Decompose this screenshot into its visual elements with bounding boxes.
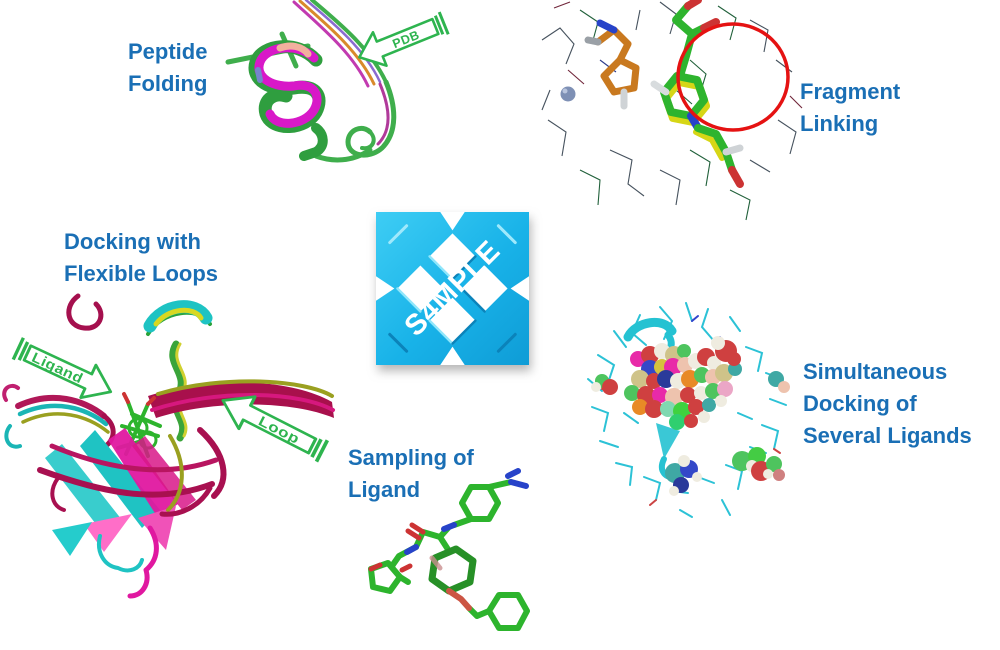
label-line: Sampling of xyxy=(348,445,474,470)
oxygen-atoms xyxy=(368,522,426,573)
simultaneous-docking-image xyxy=(580,295,815,530)
peptide-folding-image xyxy=(220,0,465,195)
label-fragment-linking: Fragment Linking xyxy=(800,76,900,140)
ligand-spheres xyxy=(591,336,790,430)
peptide-ribbon-art xyxy=(225,0,397,163)
satellite-ligand-right xyxy=(732,447,785,481)
pdb-arrow: PDB xyxy=(346,0,458,83)
label-line: Linking xyxy=(800,111,879,136)
ligand-arrow-label: Ligand xyxy=(29,350,85,387)
label-docking-flexible-loops: Docking with Flexible Loops xyxy=(64,226,218,290)
label-line: Docking of xyxy=(803,391,917,416)
label-line: Ligand xyxy=(348,477,421,502)
fragment-linking-art xyxy=(541,0,803,221)
hydrogen-cap xyxy=(650,80,670,96)
nitrogen-atoms xyxy=(404,468,529,555)
grey-cap xyxy=(584,36,602,46)
oxygen-caps xyxy=(684,0,720,32)
nitrogen-cap xyxy=(596,19,618,34)
label-peptide-folding: Peptide Folding xyxy=(128,36,207,100)
label-line: Folding xyxy=(128,71,208,96)
yellow-tail xyxy=(693,129,725,161)
docking-ribbon-art xyxy=(2,293,335,599)
sampling-of-ligand-image xyxy=(352,468,567,650)
green-tail xyxy=(694,124,736,174)
logo-bevels xyxy=(388,224,517,353)
docking-flexible-loops-image xyxy=(0,278,340,608)
fragment-linking-image xyxy=(540,0,805,225)
label-line: Peptide xyxy=(128,39,208,64)
sphere-highlight xyxy=(562,88,568,94)
metal-ion-sphere xyxy=(560,86,576,102)
orange-fragment xyxy=(594,26,640,96)
oxygen-cap xyxy=(728,166,744,188)
s4mple-logo: S4MPLE xyxy=(376,212,529,365)
ligand-stick-art xyxy=(368,468,530,631)
label-line: Flexible Loops xyxy=(64,261,219,286)
docked-ligands-art xyxy=(587,302,790,518)
label-line: Fragment xyxy=(800,79,901,104)
loop-arrow: Loop xyxy=(207,375,339,477)
label-simultaneous-docking: Simultaneous Docking of Several Ligands xyxy=(803,356,972,452)
red-circle-highlight xyxy=(676,22,790,132)
label-line: Simultaneous xyxy=(803,359,948,384)
label-line: Several Ligands xyxy=(803,423,972,448)
satellite-ligand-left xyxy=(665,455,702,496)
hydrogen-cap xyxy=(722,144,744,156)
label-line: Docking with xyxy=(64,229,201,254)
ligand-arrow: Ligand xyxy=(2,323,125,417)
label-sampling-of-ligand: Sampling of Ligand xyxy=(348,442,474,506)
